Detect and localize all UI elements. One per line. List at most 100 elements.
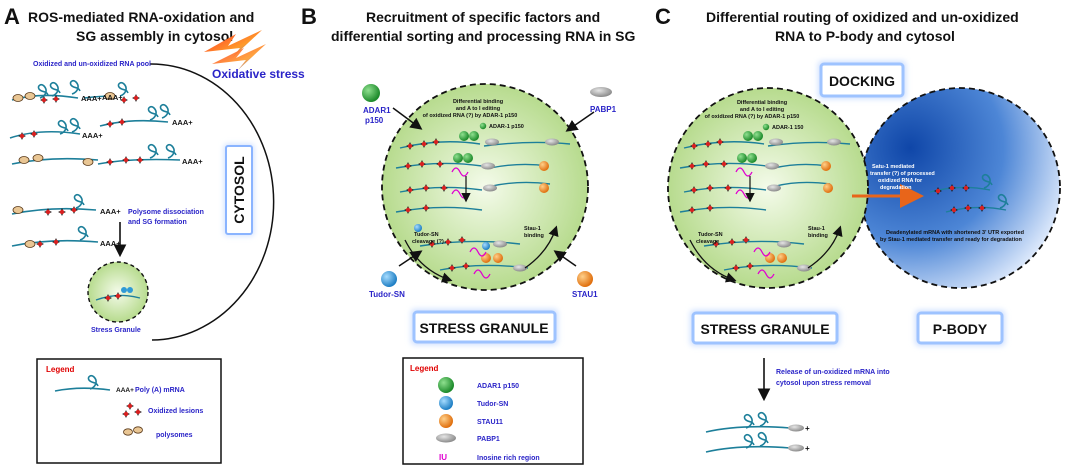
legend-a-polya: AAA+ <box>116 387 134 394</box>
panel-c-title-line1: Differential routing of oxidized and un-… <box>706 9 1019 25</box>
svg-text:AAA+: AAA+ <box>81 94 102 103</box>
svg-text:+: + <box>805 444 810 453</box>
c-adar-label: ADAR-1 150 <box>772 125 803 131</box>
legend-tudor-icon <box>439 396 453 410</box>
oxidative-stress-label: Oxidative stress <box>212 67 305 81</box>
panel-b-title-line1: Recruitment of specific factors and <box>366 9 600 25</box>
legend-b-tudor: Tudor-SN <box>477 401 508 408</box>
panel-a-title-line1: ROS-mediated RNA-oxidation and <box>28 9 254 25</box>
release-label-1: Release of un-oxidized mRNA into <box>776 369 890 376</box>
adar1-icon <box>362 84 380 102</box>
pabp1-label: PABP1 <box>590 105 617 114</box>
svg-text:by Stau-1 mediated transfer an: by Stau-1 mediated transfer and ready fo… <box>880 237 1022 243</box>
legend-polysome-icon <box>123 426 143 436</box>
b-diff-binding-2: and A to I editing <box>456 106 500 112</box>
legend-b-iu: IU <box>439 453 447 462</box>
c-stau-binding-2: binding <box>808 233 828 239</box>
cytosol-box: CYTOSOL <box>224 144 254 236</box>
svg-text:AAA+: AAA+ <box>100 239 121 248</box>
legend-a-polysomes: polysomes <box>156 432 193 439</box>
c-stau-bound <box>765 161 833 263</box>
polysome-icons <box>12 92 116 248</box>
panel-a-title-line2: SG assembly in cytosol <box>76 28 233 44</box>
stress-granule-box-c: STRESS GRANULE <box>690 310 840 346</box>
c-diff-binding-2: and A to I editing <box>740 107 784 113</box>
svg-text:AAA+: AAA+ <box>100 207 121 216</box>
svg-text:degradation: degradation <box>880 185 912 191</box>
cytosol-boundary <box>149 63 275 341</box>
pabp1-icon <box>590 87 612 97</box>
svg-text:Satu-1 mediated: Satu-1 mediated <box>872 164 914 170</box>
b-tudor-arrow <box>404 239 453 283</box>
lightning-icon <box>204 30 266 70</box>
sg-small-contents <box>95 287 141 302</box>
legend-mrna-icon <box>54 387 111 392</box>
svg-text:AAA+: AAA+ <box>82 131 103 140</box>
svg-text:oxidized RNA for: oxidized RNA for <box>878 178 923 184</box>
b-pabp-bound <box>481 138 559 272</box>
legend-stau-icon <box>439 414 453 428</box>
stress-granule-label-a: Stress Granule <box>91 327 141 334</box>
polysome-dissociation-label-1: Polysome dissociation <box>128 209 204 216</box>
svg-text:CYTOSOL: CYTOSOL <box>231 156 247 224</box>
c-adar-bound <box>737 131 763 163</box>
stau1-label: STAU1 <box>572 290 598 299</box>
panel-a-letter: A <box>4 4 20 29</box>
c-diff-binding-3: of oxidized RNA (?) by ADAR-1 p150 <box>705 114 800 120</box>
docking-box: DOCKING <box>818 61 906 99</box>
svg-text:transfer (?) of processed: transfer (?) of processed <box>870 171 935 177</box>
svg-text:AAA+: AAA+ <box>172 118 193 127</box>
tudor-sn-icon <box>381 271 397 287</box>
panel-c-letter: C <box>655 4 671 29</box>
b-diff-binding-1: Differential binding <box>453 99 503 105</box>
panel-b-letter: B <box>301 4 317 29</box>
b-stau-arrow <box>524 225 559 269</box>
b-adar-label: ADAR-1 p150 <box>489 124 524 130</box>
b-tudor-bound <box>414 224 490 250</box>
release-label-2: cytosol upon stress removal <box>776 380 871 387</box>
c-pabp-bound <box>765 138 841 272</box>
legend-pabp-icon <box>436 433 456 443</box>
deadenylated-label: Deadenylated mRNA with shortened 3' UTR … <box>880 230 1024 243</box>
svg-text:STRESS GRANULE: STRESS GRANULE <box>700 321 829 337</box>
legend-a-polya-mrna: Poly (A) mRNA <box>135 387 185 394</box>
rna-pool-label: Oxidized and un-oxidized RNA pool <box>33 61 151 68</box>
svg-text:AAA+: AAA+ <box>102 93 123 102</box>
adar1-arrow <box>392 107 423 130</box>
c-tudor-arrow <box>689 239 737 283</box>
stress-granule-box-b: STRESS GRANULE <box>411 309 558 345</box>
b-tudor-cleavage-2: cleavage (?) <box>412 239 444 245</box>
released-mrna: + + <box>705 411 810 453</box>
c-inosine-marks <box>735 167 775 279</box>
b-adar-small-icon <box>479 122 487 130</box>
tudor-sn-label: Tudor-SN <box>369 290 405 299</box>
pabp1-arrow <box>565 111 595 132</box>
legend-adar-icon <box>438 377 454 393</box>
oxidized-lesions-a <box>18 94 144 248</box>
svg-text:Deadenylated mRNA with shorten: Deadenylated mRNA with shortened 3' UTR … <box>886 230 1024 236</box>
c-stau-binding-1: Stau-1 <box>808 226 825 232</box>
legend-b-adar: ADAR1 p150 <box>477 383 519 390</box>
svg-text:P-BODY: P-BODY <box>933 321 988 337</box>
panel-c-title-line2: RNA to P-body and cytosol <box>775 28 955 44</box>
stau1-icon <box>577 271 593 287</box>
c-adar-small-icon <box>762 123 770 131</box>
c-tudor-cleavage-1: Tudor-SN <box>698 232 723 238</box>
svg-text:+: + <box>805 424 810 433</box>
adar1-label-2: p150 <box>365 116 384 125</box>
b-diff-binding-3: of oxidized RNA (?) by ADAR-1 p150 <box>423 113 518 119</box>
c-diff-binding-1: Differential binding <box>737 100 787 106</box>
panel-b-title-line2: differential sorting and processing RNA … <box>331 28 636 44</box>
svg-text:STRESS GRANULE: STRESS GRANULE <box>419 320 548 336</box>
c-stau-arrow <box>807 225 843 269</box>
b-stau-binding-1: Stau-1 <box>524 226 541 232</box>
legend-b-title: Legend <box>410 364 439 373</box>
polysome-dissociation-label-2: and SG formation <box>128 219 187 226</box>
c-tudor-cleavage-2: cleavage <box>696 239 719 245</box>
svg-text:DOCKING: DOCKING <box>829 73 895 89</box>
b-tudor-cleavage-1: Tudor-SN <box>414 232 439 238</box>
b-inosine-marks <box>451 167 491 279</box>
svg-text:AAA+: AAA+ <box>182 157 203 166</box>
legend-b-inosine: Inosine rich region <box>477 455 540 462</box>
